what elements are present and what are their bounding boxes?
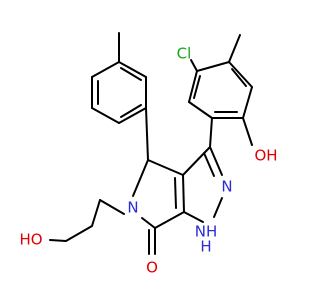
- bond: [183, 211, 204, 223]
- methyl-bond: [228, 34, 241, 63]
- bond: [91, 61, 120, 78]
- chlorine-label: Cl: [177, 45, 192, 63]
- molecule-structure-svg: Cl OH N NH H N O HO: [19, 32, 278, 277]
- bond: [154, 211, 185, 229]
- bond: [213, 197, 223, 218]
- aryl-ring: [188, 34, 253, 148]
- bond: [228, 61, 253, 88]
- double-bond-inner: [231, 68, 247, 87]
- double-bond-inner: [193, 75, 201, 99]
- bond: [141, 217, 156, 229]
- bond: [118, 61, 147, 78]
- pyrrolone-ring: [132, 159, 185, 255]
- pyrrolone-n-label: N: [127, 199, 138, 217]
- tolyl-ring: [91, 32, 147, 124]
- bond: [147, 159, 184, 176]
- chloro-bond: [190, 59, 198, 72]
- bond: [49, 239, 67, 242]
- bond: [188, 101, 213, 119]
- alcohol-ho-label: HO: [19, 231, 42, 249]
- bond: [132, 159, 149, 197]
- double-bond-inner: [203, 152, 215, 177]
- bond: [118, 107, 147, 124]
- double-bond-inner: [120, 67, 142, 81]
- bond: [182, 174, 185, 213]
- bond: [188, 70, 198, 103]
- pyrazole-nh-label: NH: [195, 223, 218, 241]
- pyrazole-ring: [182, 146, 223, 223]
- phenol-oh-label: OH: [254, 147, 277, 165]
- bond: [65, 225, 93, 242]
- bond: [196, 61, 230, 72]
- bond: [145, 107, 149, 161]
- bond: [242, 86, 253, 119]
- carbonyl-o-label: O: [146, 259, 158, 277]
- molecule-diagram: Cl OH N NH H N O HO: [19, 32, 278, 277]
- bond: [209, 146, 223, 176]
- pyrazole-h-label: H: [200, 238, 211, 256]
- hydroxypropyl-chain: [49, 199, 125, 242]
- bond: [91, 107, 120, 124]
- bond: [91, 199, 101, 227]
- bond: [209, 117, 213, 148]
- bond: [182, 146, 211, 176]
- hydroxy-bond: [242, 117, 253, 146]
- double-bond-inner: [174, 177, 177, 209]
- pyrazole-n-label: N: [221, 178, 232, 196]
- bond: [99, 199, 125, 215]
- double-bond-inner: [120, 104, 142, 118]
